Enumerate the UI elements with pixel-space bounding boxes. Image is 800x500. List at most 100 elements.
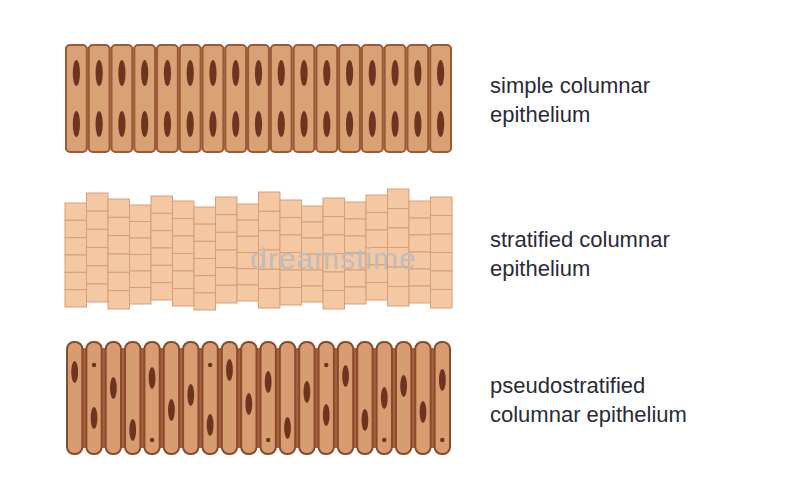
stacked-cell [87,284,109,302]
cell-nucleus [96,111,103,137]
watermark: dreamstime [250,242,450,276]
stacked-cell [280,200,302,218]
cell-dot [208,363,212,367]
stacked-cell [237,204,259,220]
stacked-cell [259,211,281,230]
cell-nucleus [73,60,80,86]
stacked-cell [108,236,130,254]
columnar-cell [271,45,292,152]
stacked-cell [280,288,302,306]
cell-nucleus [91,407,98,429]
stacked-cell [108,199,130,217]
stacked-cell [345,219,367,236]
cell-nucleus [141,111,148,137]
stacked-cell [194,293,216,310]
stacked-cell [345,202,367,219]
stacked-cell [237,220,259,236]
cell-nucleus [362,409,369,431]
stacked-cell [216,232,238,250]
cell-nucleus [164,111,171,137]
pseudo-cell [222,342,237,454]
stacked-cell [431,290,453,309]
stacked-cell [302,286,324,302]
stacked-cell [65,220,87,237]
columnar-cell [385,45,406,152]
stacked-cell [130,255,152,272]
cell-nucleus [414,60,421,86]
stacked-cell [366,283,388,301]
stacked-cell [87,248,109,266]
stacked-cell [130,238,152,255]
cell-nucleus [129,419,136,441]
cell-nucleus [71,361,78,383]
columnar-cell [66,45,87,152]
pseudo-cell [144,342,159,454]
columnar-cell [407,45,428,152]
columnar-cell [430,45,451,152]
pseudo-cell [183,342,198,454]
tissue-label: stratified columnar epithelium [490,225,715,283]
columnar-cell [112,45,133,152]
stacked-cell [173,271,195,289]
columnar-cell [248,45,269,152]
cell-dot [92,363,96,367]
cell-nucleus [300,111,307,137]
tissue-label: pseudostratified columnar epithelium [490,371,730,429]
stacked-cell [173,219,195,237]
stacked-cell [237,285,259,301]
pseudo-cell [299,342,314,454]
stacked-cell [108,291,130,309]
cell-nucleus [164,60,171,86]
stacked-cell [87,211,109,229]
cell-nucleus [278,111,285,137]
stacked-cell [216,285,238,303]
cell-nucleus [232,111,239,137]
pseudo-cell [319,342,334,454]
stacked-cell [151,248,173,265]
stacked-cell [173,289,195,307]
stacked-cell [173,201,195,219]
cell-nucleus [209,111,216,137]
stacked-cell [302,222,324,238]
stacked-cell [216,215,238,233]
cell-nucleus [342,365,349,387]
cell-nucleus [226,359,233,381]
columnar-cell [157,45,178,152]
cell-nucleus [284,417,291,439]
stacked-cell [130,288,152,305]
stacked-cell [108,272,130,290]
stacked-cell [130,222,152,239]
stacked-cell [65,272,87,289]
cell-nucleus [110,377,117,399]
cell-nucleus [400,375,407,397]
cell-dot [440,438,444,442]
stacked-cell [173,254,195,272]
cell-dot [150,438,154,442]
pseudo-cell [125,342,140,454]
cell-nucleus [437,60,444,86]
cell-nucleus [369,111,376,137]
stacked-cell [431,197,453,216]
tissue-label: simple columnar epithelium [490,71,690,129]
cell-nucleus [437,111,444,137]
cell-nucleus [149,367,156,389]
stacked-cell [345,287,367,304]
stacked-cell [431,271,453,290]
cell-nucleus [346,60,353,86]
columnar-cell [225,45,246,152]
pseudo-cell [241,342,256,454]
cell-nucleus [265,371,272,393]
pseudo-cell [377,342,392,454]
stacked-cell [151,196,173,213]
pseudo-cell [338,342,353,454]
stacked-cell [259,192,281,211]
pseudo-cell [67,342,82,454]
cell-nucleus [323,111,330,137]
pseudo-cell [435,342,450,454]
stacked-cell [65,238,87,255]
pseudo-cell [396,342,411,454]
cell-nucleus [232,60,239,86]
stacked-cell [151,283,173,300]
stacked-cell [108,254,130,272]
columnar-cell [316,45,337,152]
